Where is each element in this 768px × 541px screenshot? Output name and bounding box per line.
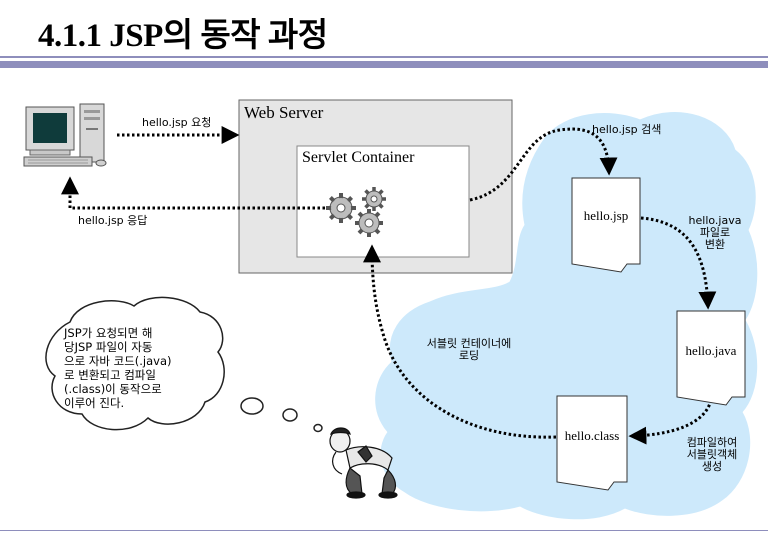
convert-label-line1: hello.java — [688, 214, 742, 227]
compile-label-line1: 컴파일하여 — [686, 436, 738, 449]
page-title: 4.1.1 JSP의 동작 과정 — [38, 18, 328, 54]
servlet-container-box — [296, 145, 470, 258]
compile-label: 컴파일하여 서블릿객체 생성 — [674, 437, 750, 473]
convert-label-line2: 파일로 — [699, 226, 731, 239]
title-rule-thin — [0, 56, 768, 58]
computer-icon — [23, 103, 107, 167]
title-rule-thick — [0, 61, 768, 68]
search-label: hello.jsp 검색 — [592, 123, 662, 136]
thought-bubble-small — [313, 423, 323, 433]
note-line: 이루어 진다. — [64, 396, 125, 410]
doc-class-label: hello.class — [564, 428, 620, 443]
web-server-label: Web Server — [244, 103, 324, 122]
search-arrow — [469, 127, 618, 202]
thinking-person-icon — [329, 427, 398, 499]
note-line: 당JSP 파일이 자동 — [64, 340, 153, 354]
convert-arrow — [640, 216, 717, 310]
response-arrow — [61, 176, 325, 210]
compile-arrow — [628, 399, 713, 445]
load-label: 서블릿 컨테이너에 로딩 — [410, 338, 528, 362]
load-arrow — [363, 244, 557, 439]
load-label-line2: 로딩 — [458, 349, 480, 362]
compile-label-line3: 생성 — [701, 460, 723, 473]
load-label-line1: 서블릿 컨테이너에 — [426, 337, 512, 350]
doc-class — [556, 395, 628, 491]
note-text: JSP가 요청되면 해 당JSP 파일이 자동 으로 자바 코드(.java) … — [64, 326, 204, 410]
thought-cloud — [45, 296, 225, 431]
note-line: 으로 자바 코드(.java) — [64, 354, 172, 368]
note-line: 로 변환되고 컴파일 — [64, 368, 156, 382]
doc-jsp-label: hello.jsp — [583, 208, 629, 223]
thought-bubble-large — [240, 397, 264, 415]
doc-jsp — [571, 177, 641, 273]
servlet-container-label: Servlet Container — [302, 149, 415, 166]
note-line: JSP가 요청되면 해 — [64, 326, 153, 340]
footer-rule — [0, 530, 768, 531]
process-cloud — [375, 112, 758, 520]
note-line: (.class)이 동작으로 — [64, 382, 162, 396]
response-label: hello.jsp 응답 — [78, 214, 148, 227]
doc-java-label: hello.java — [685, 343, 737, 358]
compile-label-line2: 서블릿객체 — [686, 448, 738, 461]
convert-label-line3: 변환 — [704, 238, 726, 251]
thought-bubble-medium — [282, 408, 298, 422]
request-label: hello.jsp 요청 — [142, 116, 212, 129]
gears-icon — [326, 187, 386, 237]
convert-label: hello.java 파일로 변환 — [684, 215, 746, 251]
doc-java — [676, 310, 746, 406]
